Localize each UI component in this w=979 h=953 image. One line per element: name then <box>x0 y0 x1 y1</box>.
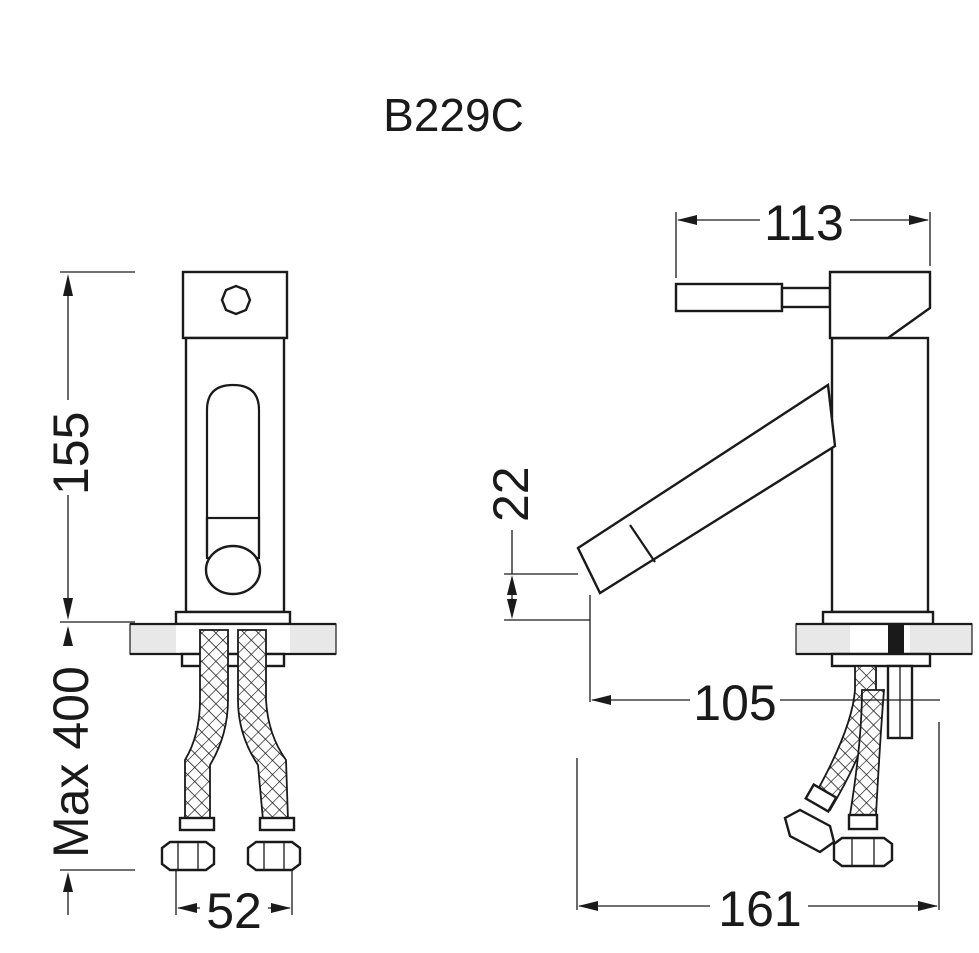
side-handle-head <box>828 270 932 340</box>
dim-front-width: 52 <box>175 870 293 939</box>
dim-max-400-label: Max 400 <box>43 666 99 858</box>
side-body <box>830 336 930 614</box>
side-spout <box>576 382 837 595</box>
spout-outlet <box>204 544 262 596</box>
dim-155-label: 155 <box>43 412 99 495</box>
front-flange <box>174 610 292 626</box>
side-nut-right <box>832 836 894 868</box>
side-mount-nut <box>830 652 932 668</box>
front-mount-nut <box>180 652 286 668</box>
dim-side-spout-reach: 105 <box>589 595 940 731</box>
side-nut-left <box>783 808 836 854</box>
dim-side-total-depth: 161 <box>576 722 940 937</box>
dim-161-label: 161 <box>718 881 801 937</box>
front-view <box>129 270 337 872</box>
side-lever <box>674 282 784 313</box>
front-slot <box>205 383 261 555</box>
side-flange <box>821 610 935 626</box>
model-title: B229C <box>383 89 524 141</box>
side-hose-section <box>888 624 904 654</box>
front-hose-left <box>184 629 229 821</box>
dim-113-label: 113 <box>764 195 844 251</box>
dim-105-label: 105 <box>693 675 776 731</box>
hex-screw-icon <box>220 284 252 316</box>
front-nut-right <box>246 840 302 872</box>
front-nut-left <box>160 840 216 872</box>
dim-side-lever-reach: 113 <box>675 195 931 278</box>
side-view <box>576 270 973 868</box>
dim-22-label: 22 <box>483 466 539 522</box>
dim-side-spout-height: 22 <box>483 466 590 621</box>
dim-52-label: 52 <box>206 883 262 939</box>
dim-front-hose-length: Max 400 <box>43 626 135 915</box>
dim-front-height: 155 <box>43 271 135 623</box>
